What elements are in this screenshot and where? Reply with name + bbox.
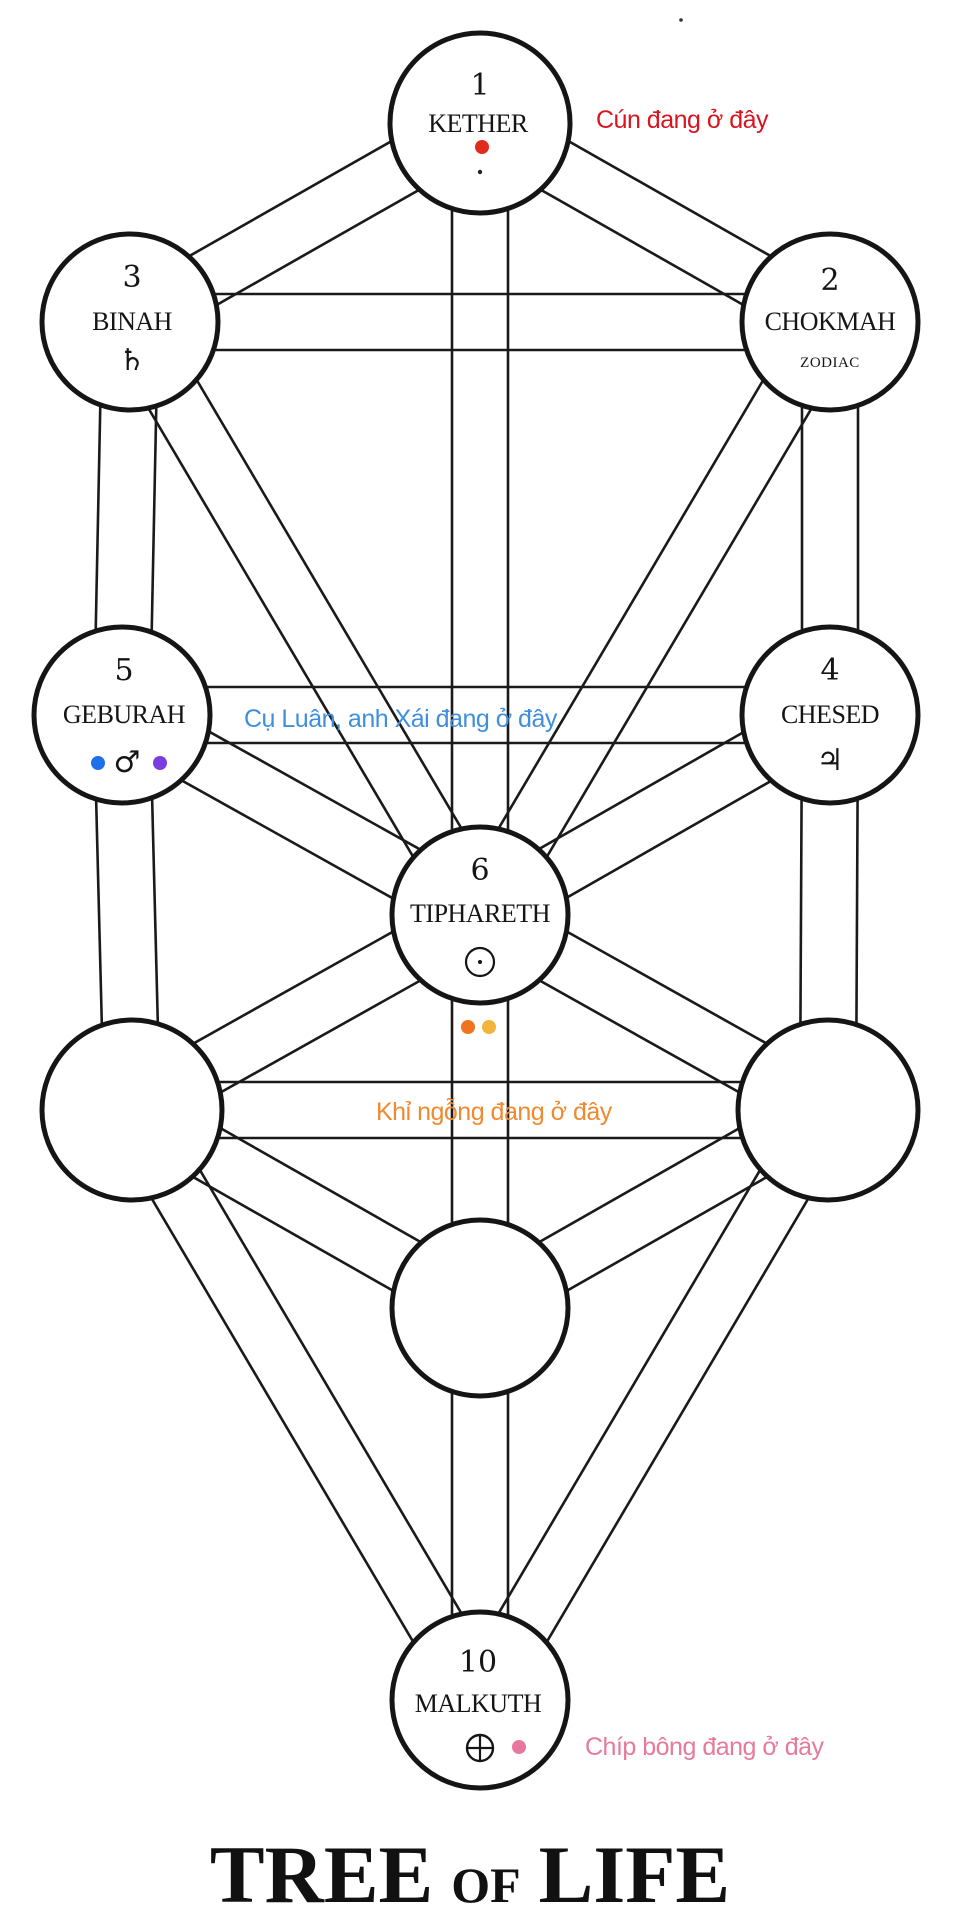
chesed-name: CHESED [781, 700, 879, 729]
marker-anh-xai-dot [153, 756, 167, 770]
earth-icon [465, 1733, 495, 1763]
path-hod-malkuth-edge [154, 1095, 506, 1687]
chokmah-number: 2 [820, 263, 839, 298]
yesod-circle [389, 1217, 571, 1399]
tiphareth-number: 6 [470, 853, 489, 888]
path-hod-malkuth-edge [106, 1123, 458, 1715]
kether-name: KETHER [428, 109, 529, 138]
sephirah-hod[interactable] [39, 1017, 225, 1203]
page-title: TREE OF LIFE [210, 1829, 730, 1920]
title-word-tree: TREE [210, 1829, 433, 1920]
annotation-khi-ngong: Khỉ ngỗng đang ở đây [376, 1097, 613, 1126]
path-binah-tiphareth-edge [104, 335, 458, 930]
svg-text:TREE OF LIFE: TREE OF LIFE [210, 1829, 730, 1920]
sephirah-yesod[interactable] [389, 1217, 571, 1399]
hod-circle [39, 1017, 225, 1203]
title-word-life: LIFE [539, 1829, 730, 1920]
mars-icon: ♂ [114, 745, 141, 780]
binah-circle [39, 231, 221, 413]
binah-name: BINAH [92, 307, 173, 336]
marker-khi-dot-1 [461, 1020, 475, 1034]
path-chokmah-tiphareth-edge [502, 335, 856, 930]
binah-number: 3 [122, 260, 141, 295]
netzach-circle [735, 1017, 921, 1203]
chokmah-sub: ZODIAC [800, 355, 860, 371]
sephirah-kether[interactable]: 1 KETHER [387, 30, 573, 216]
saturn-icon: ♄ [119, 343, 146, 378]
path-netzach-malkuth [480, 1110, 828, 1700]
kether-point-icon [477, 169, 483, 175]
kether-circle [387, 30, 573, 216]
sephiroth: 1 KETHER 2 CHOKMAH ZODIAC 3 BINAH ♄ 4 CH… [31, 30, 921, 1791]
sephirah-tiphareth[interactable]: 6 TIPHARETH [389, 824, 571, 1006]
chesed-number: 4 [820, 653, 839, 688]
path-hod-malkuth [132, 1110, 480, 1700]
sun-icon [464, 946, 496, 978]
path-netzach-malkuth-edge [454, 1095, 806, 1687]
kether-number: 1 [470, 68, 489, 103]
chokmah-circle [739, 231, 921, 413]
annotation-cu-luan-anh-xai: Cụ Luân, anh Xái đang ở đây [244, 705, 558, 733]
marker-khi-dot-2 [482, 1020, 496, 1034]
geburah-number: 5 [114, 653, 133, 688]
speck [679, 18, 683, 22]
path-binah-tiphareth [130, 322, 480, 915]
malkuth-number: 10 [459, 1645, 497, 1680]
chokmah-name: CHOKMAH [765, 307, 897, 336]
annotation-cun: Cún đang ở đây [596, 106, 769, 134]
sephirah-netzach[interactable] [735, 1017, 921, 1203]
geburah-circle [31, 624, 213, 806]
tiphareth-circle [389, 824, 571, 1006]
path-chokmah-tiphareth-edge [454, 307, 808, 902]
sephirah-malkuth[interactable]: 10 MALKUTH [389, 1609, 571, 1791]
marker-cun-dot [475, 140, 489, 154]
marker-chip-bong-dot [512, 1740, 526, 1754]
path-binah-tiphareth-edge [152, 307, 506, 902]
sephirah-binah[interactable]: 3 BINAH ♄ [39, 231, 221, 413]
path-netzach-malkuth-edge [502, 1123, 854, 1715]
sephirah-chokmah[interactable]: 2 CHOKMAH ZODIAC [739, 231, 921, 413]
geburah-name: GEBURAH [63, 700, 186, 729]
malkuth-name: MALKUTH [415, 1689, 542, 1718]
jupiter-icon: ♃ [817, 743, 844, 778]
title-word-of: OF [451, 1857, 520, 1913]
sephirah-chesed[interactable]: 4 CHESED ♃ [739, 624, 921, 806]
sephirah-geburah[interactable]: 5 GEBURAH ♂ [31, 624, 213, 806]
marker-cu-luan-dot [91, 756, 105, 770]
path-chokmah-tiphareth [480, 322, 830, 915]
tiphareth-name: TIPHARETH [410, 899, 551, 928]
annotation-chip-bong: Chíp bông đang ở đây [585, 1733, 825, 1761]
chesed-circle [739, 624, 921, 806]
